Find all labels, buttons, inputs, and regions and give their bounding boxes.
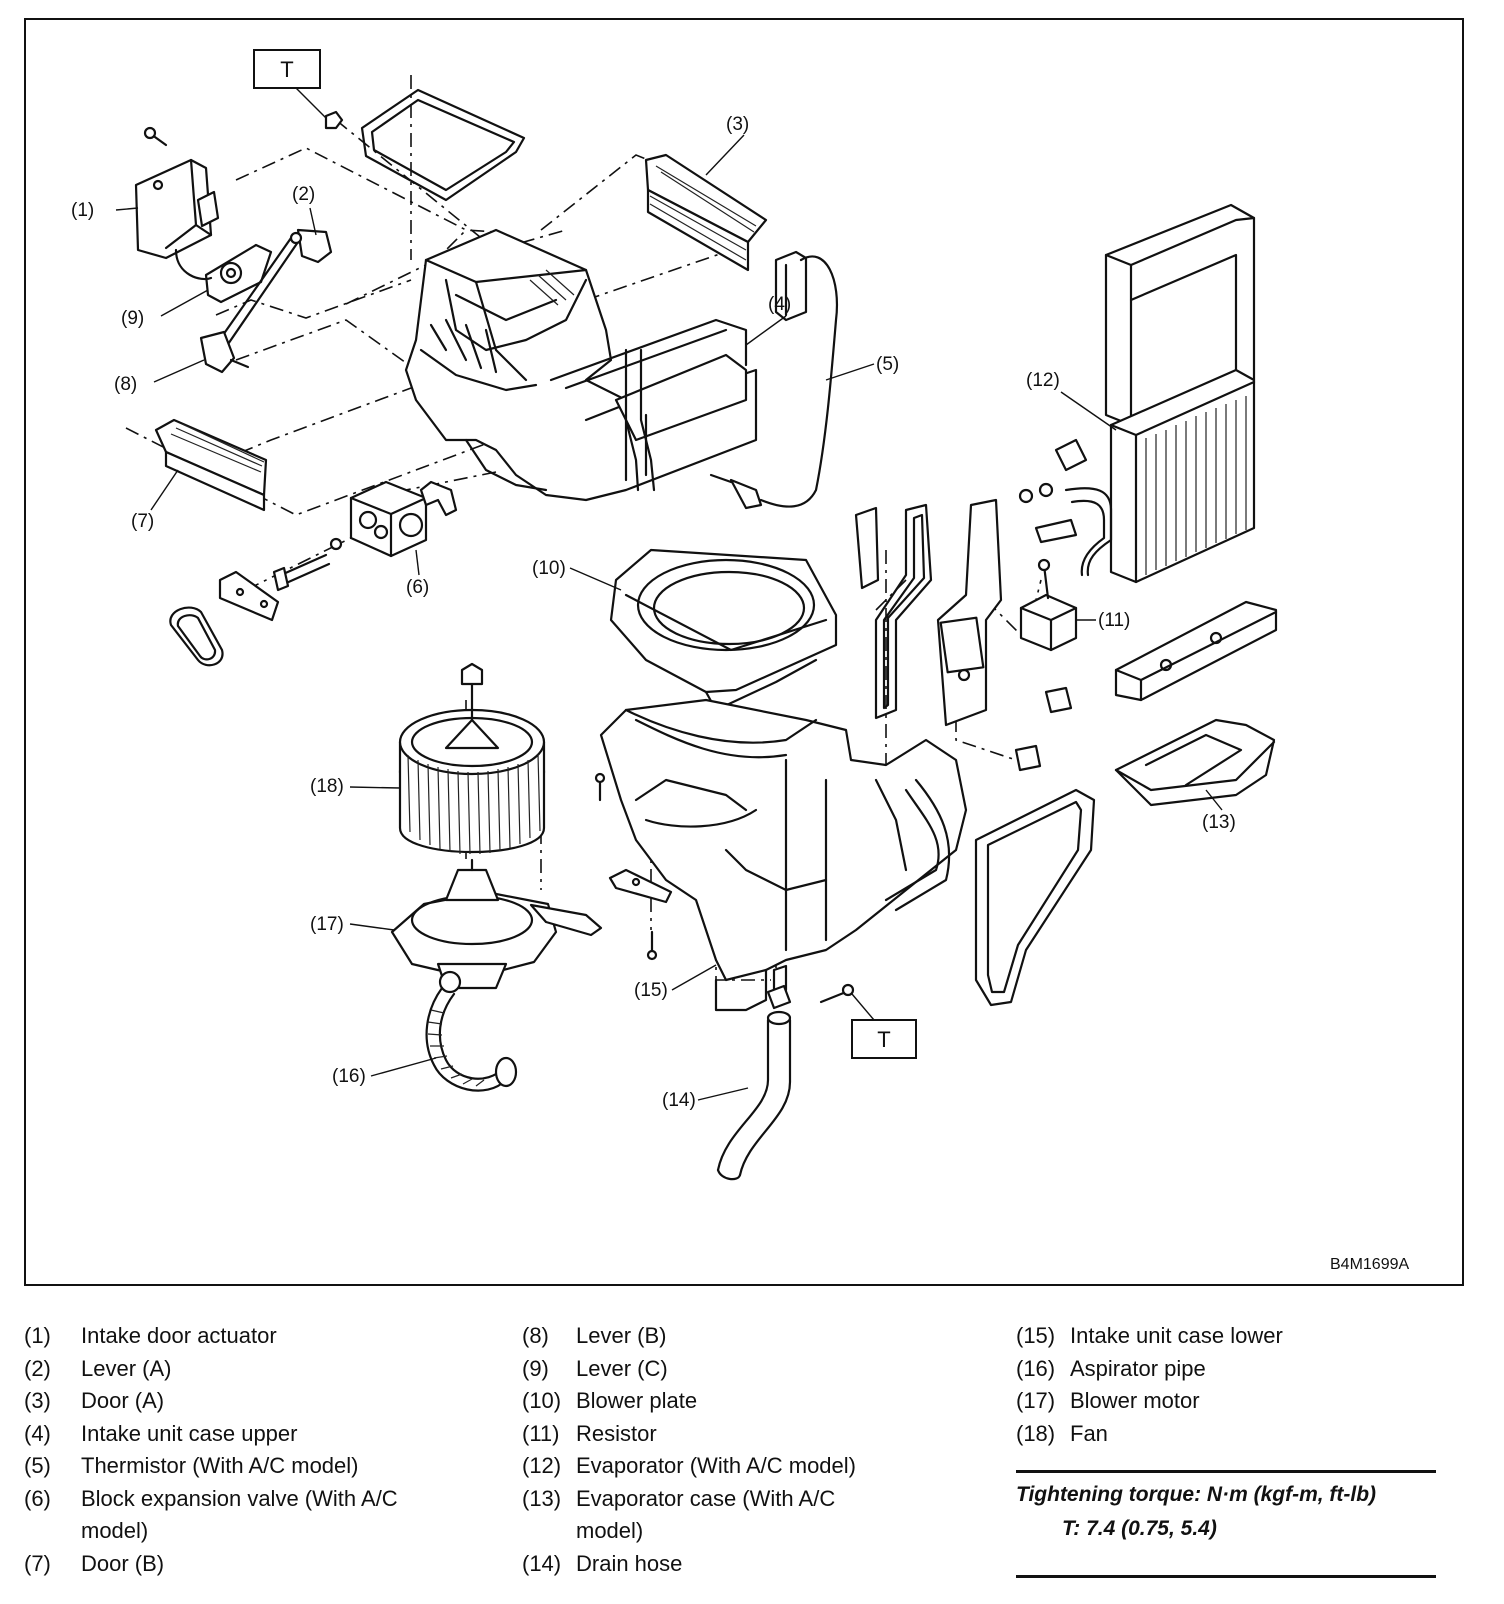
callout-9: (9) (121, 308, 144, 329)
callout-4: (4) (768, 294, 791, 315)
part-thermistor (709, 250, 838, 510)
torque-marker-label: T (280, 57, 293, 82)
part-lever-b (199, 330, 250, 374)
exploded-diagram: T (24, 18, 1464, 1286)
part-block-expansion-valve (272, 480, 458, 592)
torque-marker-top: T (253, 49, 344, 130)
callout-7: (7) (131, 511, 154, 532)
callout-6: (6) (406, 577, 429, 598)
callout-15: (15) (634, 980, 668, 1001)
part-aspirator-pipe (425, 986, 518, 1092)
callout-labels: (1) (2) (3) (4) (5) (6) (7) (8) (9) (10)… (71, 114, 1236, 1111)
part-evaporator-bracket (1114, 600, 1278, 702)
part-seal-frame (974, 788, 1096, 1007)
torque-marker-label-bottom: T (877, 1027, 890, 1052)
callout-10: (10) (532, 558, 566, 579)
torque-spec-box: Tightening torque: N·m (kgf-m, ft-lb) T:… (1016, 1470, 1436, 1578)
callout-14: (14) (662, 1090, 696, 1111)
legend-column-1: (1) Intake door actuator (2) Lever (A) (… (24, 1320, 484, 1580)
part-blower-motor (390, 858, 603, 994)
callout-12: (12) (1026, 370, 1060, 391)
part-intake-case-lower (599, 698, 968, 1012)
part-blower-plate (609, 548, 838, 712)
legend-item-11: (11) Resistor (522, 1420, 657, 1446)
legend-item-8: (8) Lever (B) (522, 1323, 667, 1348)
parts-legend: (1) Intake door actuator (2) Lever (A) (… (20, 1320, 1484, 1590)
legend-item-16: (16) Aspirator pipe (1016, 1355, 1206, 1381)
legend-item-17: (17) Blower motor (1016, 1388, 1200, 1413)
part-door-b (154, 418, 268, 512)
legend-item-13: (13) Evaporator case (With A/C model) (522, 1485, 836, 1544)
callout-18: (18) (310, 776, 344, 797)
legend-item-3: (3) Door (A) (24, 1388, 165, 1413)
legend-item-1: (1) Intake door actuator (24, 1323, 277, 1348)
callout-8: (8) (114, 374, 137, 395)
callout-16: (16) (332, 1066, 366, 1087)
legend-item-14: (14) Drain hose (522, 1550, 683, 1576)
part-door-a (644, 153, 768, 272)
legend-item-7: (7) Door (B) (24, 1550, 165, 1576)
legend-item-2: (2) Lever (A) (24, 1355, 172, 1381)
part-intake-door-actuator (134, 126, 220, 260)
part-evaporator-cover (1104, 203, 1256, 427)
part-lever-c (174, 243, 273, 304)
diagram-canvas: T (71, 49, 1409, 1273)
part-gasket-top (360, 88, 526, 202)
part-gasket-frames (854, 498, 1003, 727)
callout-17: (17) (310, 914, 344, 935)
figure-code: B4M1699A (1330, 1256, 1409, 1273)
legend-column-3: (15) Intake unit case lower (16) Aspirat… (1016, 1320, 1456, 1450)
part-evaporator-case (1114, 718, 1276, 807)
callout-11: (11) (1098, 610, 1130, 631)
torque-title: Tightening torque: N·m (kgf-m, ft-lb) (1016, 1483, 1377, 1506)
part-screws (594, 772, 658, 961)
torque-value: T: 7.4 (0.75, 5.4) (1062, 1517, 1217, 1540)
part-small-plate (608, 868, 673, 904)
legend-item-9: (9) Lever (C) (522, 1355, 668, 1381)
legend-item-5: (5) Thermistor (With A/C model) (24, 1453, 359, 1478)
part-fan (398, 662, 546, 855)
legend-item-12: (12) Evaporator (With A/C model) (522, 1453, 856, 1478)
callout-13: (13) (1202, 812, 1236, 833)
callout-5: (5) (876, 354, 899, 375)
part-evaporator (1064, 368, 1256, 584)
legend-item-15: (15) Intake unit case lower (1016, 1323, 1283, 1348)
legend-item-4: (4) Intake unit case upper (24, 1420, 298, 1446)
part-clips (1014, 438, 1088, 772)
part-lever-a (214, 228, 333, 352)
part-resistor (1019, 558, 1078, 652)
callout-3: (3) (726, 114, 749, 135)
torque-marker-bottom: T (819, 983, 917, 1059)
part-o-ring (169, 606, 224, 667)
callout-1: (1) (71, 200, 94, 221)
legend-column-2: (8) Lever (B) (9) Lever (C) (10) Blower … (522, 1320, 922, 1580)
legend-item-6: (6) Block expansion valve (With A/C mode… (24, 1485, 398, 1544)
legend-item-18: (18) Fan (1016, 1420, 1108, 1446)
part-drain-hose (716, 984, 792, 1181)
part-intake-case-upper (404, 228, 758, 502)
part-bracket-plate (218, 570, 280, 622)
legend-item-10: (10) Blower plate (522, 1388, 698, 1413)
callout-2: (2) (292, 184, 315, 205)
